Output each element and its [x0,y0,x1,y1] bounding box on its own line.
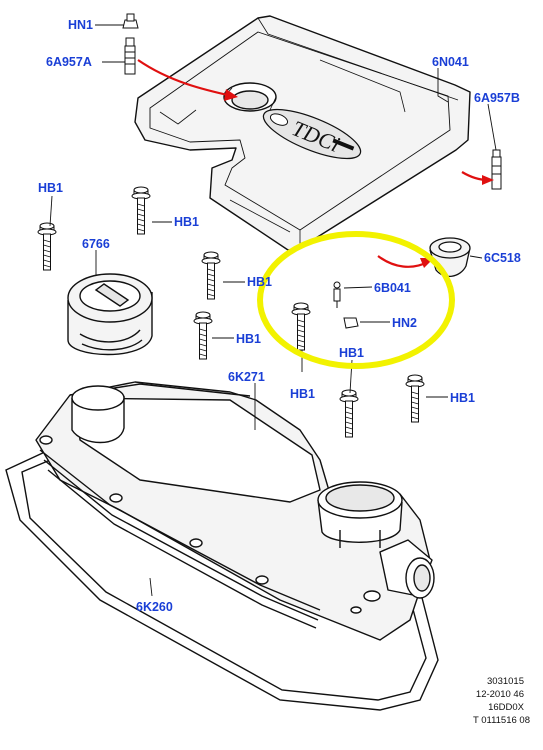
oil-filler-cap-6766 [67,273,153,356]
seal-6c518 [429,237,471,277]
arrow-6a957a-to-cover [137,59,233,98]
label-hn1: HN1 [68,18,93,32]
bolt-hb1-a [37,222,57,271]
stud-pin-6a957a [124,37,136,75]
fitting-6b041 [333,281,341,308]
bolt-hb1-g [405,374,425,423]
label-hb1-e: HB1 [290,387,315,401]
ref-line-3: 16DD0X [488,702,525,713]
clip-hn1 [122,13,139,29]
bolt-hb1-f [339,389,359,438]
label-6c518: 6C518 [484,251,521,265]
label-6k260: 6K260 [136,600,173,614]
highlight-ring [257,231,455,369]
bolt-hb1-c [201,251,221,300]
stud-pin-6a957b [491,149,502,190]
ref-line-2: 12-2010 46 [476,689,524,700]
ref-line-4: T 0111516 08 [473,715,530,726]
label-hb1-b: HB1 [174,215,199,229]
leader-lines [49,24,497,597]
label-hb1-d: HB1 [236,332,261,346]
bolt-hb1-d [193,311,213,360]
label-hb1-c: HB1 [247,275,272,289]
label-hn2: HN2 [392,316,417,330]
bolt-hb1-e [291,302,311,351]
label-6a957a: 6A957A [46,55,92,69]
reference-block: 3031015 12-2010 46 16DD0X T 0111516 08 [473,676,530,726]
label-6766: 6766 [82,237,110,251]
label-6b041: 6B041 [374,281,411,295]
label-hb1-f: HB1 [339,346,364,360]
clip-hn2 [343,317,359,329]
label-6k271: 6K271 [228,370,265,384]
label-hb1-g: HB1 [450,391,475,405]
label-6a957b: 6A957B [474,91,520,105]
bolt-hb1-b [131,186,151,235]
label-hb1-a: HB1 [38,181,63,195]
label-6n041: 6N041 [432,55,469,69]
arrow-seal-to-cover [377,255,429,268]
ref-line-1: 3031015 [487,676,524,687]
rocker-cover-6k271 [35,381,435,641]
part-labels: HN1 6A957A 6N041 6A957B HB1 HB1 6766 6C5… [38,18,521,614]
